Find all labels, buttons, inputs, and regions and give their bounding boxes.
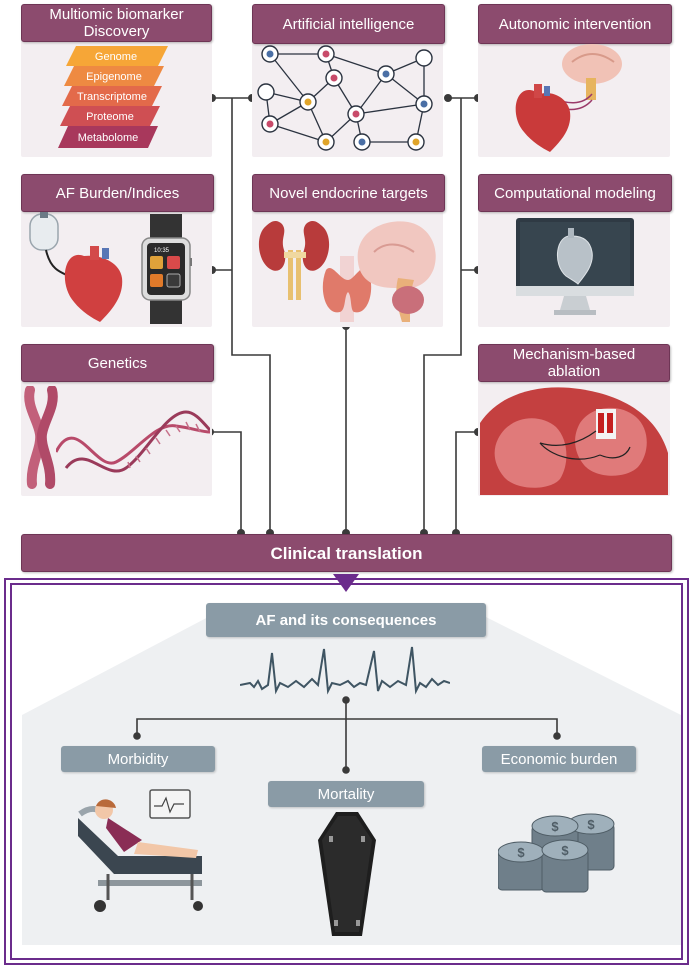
autonomic-header: Autonomic intervention <box>478 4 672 44</box>
svg-text:$: $ <box>561 843 569 858</box>
economic-burden-label: Economic burden <box>482 746 636 772</box>
ai-header: Artificial intelligence <box>252 4 445 44</box>
computational-header: Computational modeling <box>478 174 672 212</box>
chromosome-icon <box>24 386 58 489</box>
heart-brain-icon <box>515 44 622 152</box>
monitor-heart-icon <box>516 218 634 315</box>
omics-layer-4: Metabolome <box>78 132 139 144</box>
network-icon <box>257 45 433 151</box>
omics-layer-0: Genome <box>95 51 137 63</box>
omics-layer-1: Epigenome <box>86 71 142 83</box>
af-consequences-header: AF and its consequences <box>206 603 486 637</box>
svg-text:$: $ <box>551 819 559 834</box>
ablation-heart-icon <box>480 387 668 495</box>
svg-text:$: $ <box>587 817 595 832</box>
watch-time: 10:35 <box>154 248 170 254</box>
pacemaker-icon <box>29 212 123 322</box>
ablation-header: Mechanism-based ablation <box>478 344 670 382</box>
af-burden-header: AF Burden/Indices <box>21 174 214 212</box>
thyroid-icon <box>322 256 372 322</box>
arrow-down-icon <box>333 574 359 592</box>
mortality-label: Mortality <box>268 781 424 807</box>
multiomic-header: Multiomic biomarker Discovery <box>21 4 212 42</box>
svg-text:$: $ <box>517 845 525 860</box>
omics-layer-3: Proteome <box>86 111 134 123</box>
genetics-header: Genetics <box>21 344 214 382</box>
ecg-icon <box>240 646 450 695</box>
coffin-icon <box>318 812 376 936</box>
clinical-translation-bar: Clinical translation <box>21 534 672 572</box>
smartwatch-icon: 10:35 <box>141 214 192 324</box>
hospital-bed-icon <box>78 789 203 912</box>
brain-icon <box>357 221 436 322</box>
endocrine-header: Novel endocrine targets <box>252 174 445 212</box>
dna-icon <box>56 410 210 473</box>
coins-icon: $$ $$ <box>498 813 615 893</box>
morbidity-label: Morbidity <box>61 746 215 772</box>
kidney-icon <box>258 220 330 300</box>
omics-layers-icon: Genome Epigenome Transcriptome Proteome … <box>58 46 168 148</box>
omics-layer-2: Transcriptome <box>77 91 147 103</box>
